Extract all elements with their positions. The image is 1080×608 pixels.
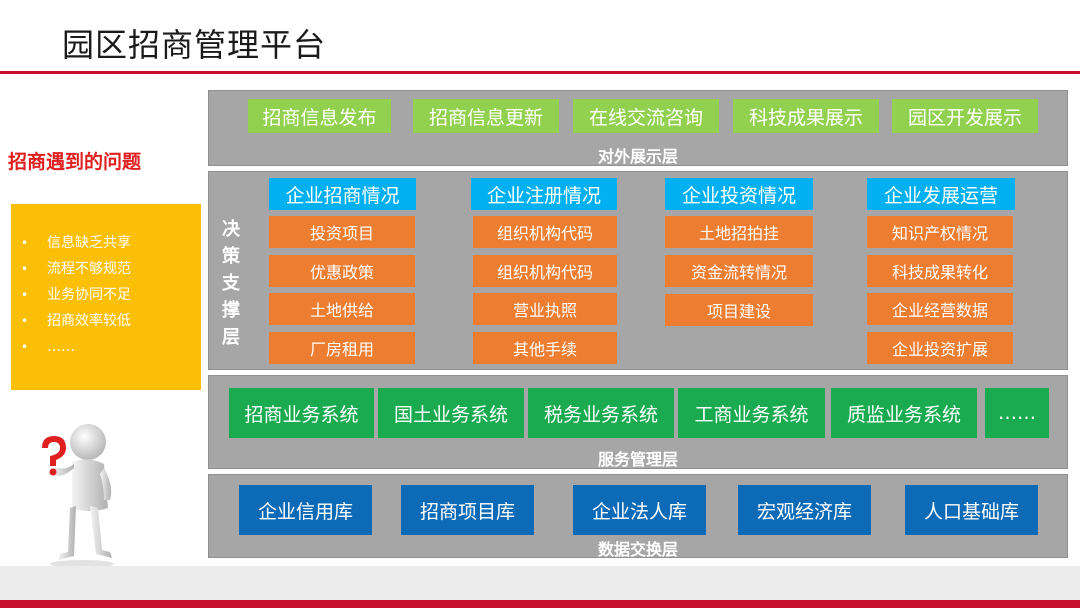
- display-item: 招商信息发布: [248, 99, 391, 133]
- decision-item: 项目建设: [665, 294, 813, 326]
- bullet-icon: •: [21, 236, 29, 250]
- problem-text: ……: [47, 339, 75, 355]
- problems-box: • 信息缺乏共享 • 流程不够规范 • 业务协同不足 • 招商效率较低 • ……: [11, 204, 201, 390]
- service-item: 国土业务系统: [378, 388, 524, 438]
- problems-heading: 招商遇到的问题: [8, 151, 142, 173]
- problem-item: • 业务协同不足: [21, 282, 201, 308]
- decision-column-header: 企业注册情况: [471, 178, 617, 210]
- decision-item: 土地供给: [269, 293, 415, 325]
- decision-item: 其他手续: [473, 332, 617, 364]
- layer-label: 服务管理层: [597, 450, 678, 469]
- problems-list: • 信息缺乏共享 • 流程不够规范 • 业务协同不足 • 招商效率较低 • ……: [21, 230, 201, 360]
- service-item: 工商业务系统: [678, 388, 825, 438]
- decision-layer: 决 策 支 撑 层 企业招商情况 投资项目 优惠政策 土地供给 厂房租用 企业注…: [208, 171, 1068, 370]
- problem-text: 业务协同不足: [47, 287, 131, 303]
- service-item: 质监业务系统: [831, 388, 977, 438]
- problem-item: • 招商效率较低: [21, 308, 201, 334]
- display-item: 招商信息更新: [413, 99, 559, 133]
- decision-item: 企业经营数据: [867, 293, 1013, 325]
- display-item: 科技成果展示: [733, 99, 879, 133]
- service-item: ……: [985, 388, 1049, 438]
- data-item: 人口基础库: [905, 485, 1038, 535]
- bullet-icon: •: [21, 262, 29, 276]
- decision-item: 组织机构代码: [473, 255, 617, 287]
- bullet-icon: •: [21, 288, 29, 302]
- data-item: 招商项目库: [401, 485, 534, 535]
- decision-item: 土地招拍挂: [665, 216, 813, 248]
- decision-column-header: 企业发展运营: [867, 178, 1015, 210]
- footer-divider: [0, 600, 1080, 608]
- data-item: 企业信用库: [239, 485, 372, 535]
- question-person-icon: [42, 424, 114, 568]
- problem-item: • 流程不够规范: [21, 256, 201, 282]
- service-item: 招商业务系统: [229, 388, 374, 438]
- decision-item: 科技成果转化: [867, 255, 1013, 287]
- display-layer: 招商信息发布 招商信息更新 在线交流咨询 科技成果展示 园区开发展示 对外展示层: [208, 90, 1068, 166]
- problem-text: 信息缺乏共享: [47, 235, 131, 251]
- problem-item: • ……: [21, 334, 201, 360]
- decision-item: 优惠政策: [269, 255, 415, 287]
- display-item: 在线交流咨询: [573, 99, 719, 133]
- decision-column-header: 企业投资情况: [665, 178, 813, 210]
- layer-label: 决 策 支 撑 层: [222, 219, 240, 348]
- layer-label: 数据交换层: [597, 540, 678, 559]
- data-item: 宏观经济库: [738, 485, 871, 535]
- layer-label: 对外展示层: [597, 147, 678, 166]
- problem-text: 招商效率较低: [47, 313, 131, 329]
- data-item: 企业法人库: [573, 485, 706, 535]
- decision-item: 营业执照: [473, 293, 617, 325]
- data-layer: 企业信用库 招商项目库 企业法人库 宏观经济库 人口基础库 数据交换层: [208, 474, 1068, 559]
- decision-item: 组织机构代码: [473, 216, 617, 248]
- bullet-icon: •: [21, 340, 29, 354]
- decision-item: 投资项目: [269, 216, 415, 248]
- decision-item: 知识产权情况: [867, 216, 1013, 248]
- title-divider: [0, 71, 1080, 74]
- service-layer: 招商业务系统 国土业务系统 税务业务系统 工商业务系统 质监业务系统 …… 服务…: [208, 375, 1068, 469]
- service-item: 税务业务系统: [528, 388, 674, 438]
- bullet-icon: •: [21, 314, 29, 328]
- problem-text: 流程不够规范: [47, 261, 131, 277]
- decision-item: 资金流转情况: [665, 255, 813, 287]
- footer-band: [0, 566, 1080, 600]
- decision-item: 企业投资扩展: [867, 332, 1013, 364]
- display-item: 园区开发展示: [892, 99, 1038, 133]
- problem-item: • 信息缺乏共享: [21, 230, 201, 256]
- decision-column-header: 企业招商情况: [269, 178, 416, 210]
- decision-item: 厂房租用: [269, 332, 415, 364]
- page-title: 园区招商管理平台: [62, 26, 327, 64]
